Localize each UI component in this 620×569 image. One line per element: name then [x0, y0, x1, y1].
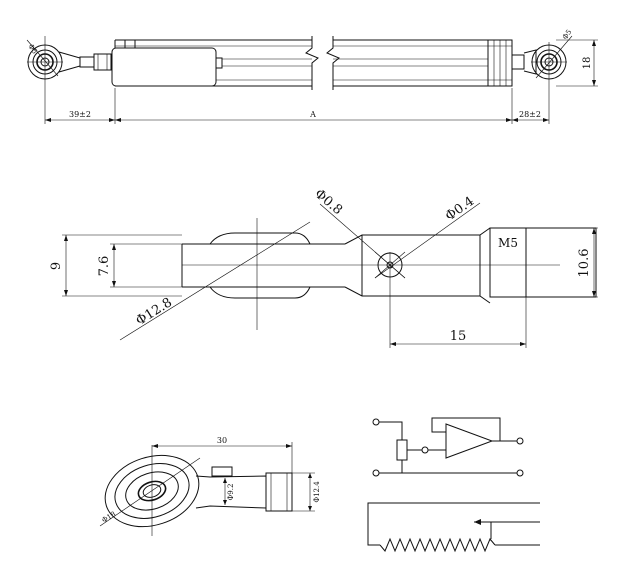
op-amp-symbol — [445, 423, 494, 459]
end-nut — [265, 472, 293, 512]
right-eye-diameter-label: Φ5 — [561, 28, 573, 41]
end-length-label: 30 — [217, 436, 227, 445]
right-rod-end-eye — [523, 35, 573, 124]
end-eye — [99, 454, 201, 528]
ferrule-section — [344, 227, 491, 304]
left-connector — [79, 56, 95, 68]
height-label: 18 — [582, 57, 593, 70]
leader-small-diameter — [319, 203, 406, 279]
nut-diameter-label: Φ12.4 — [313, 481, 321, 503]
thread-label: M5 — [498, 236, 518, 250]
potentiometer-schematic — [367, 502, 540, 553]
leader-body-diameter — [119, 221, 311, 341]
center-hole — [374, 251, 406, 348]
leader-hole-diameter — [374, 202, 481, 279]
input-terminal-bottom — [372, 469, 380, 477]
amplifier-schematic — [372, 417, 524, 477]
eye-diameter-label: Φ18 — [101, 510, 118, 525]
resistance-track — [379, 537, 496, 553]
piston-cap — [215, 57, 223, 69]
top-view: Φ5 Φ5 39±2 A 28±2 18 — [26, 28, 598, 124]
stroke-length-label: A — [309, 110, 316, 119]
break-line-right — [326, 36, 340, 90]
inner-height-label: 7.6 — [97, 256, 112, 277]
shaft-diameter-label: Φ9.2 — [227, 484, 235, 501]
resistor — [396, 439, 408, 461]
body-diameter-label: Φ12.8 — [133, 295, 175, 329]
right-length-label: 28±2 — [519, 110, 541, 119]
small-diameter-label: Φ0.8 — [311, 186, 345, 218]
hole-diameter-label: Φ0.4 — [443, 194, 477, 224]
piston-block — [111, 47, 217, 87]
input-terminal-top — [372, 418, 380, 426]
cylinder-body — [111, 36, 513, 90]
left-nut — [93, 53, 112, 71]
right-connector — [511, 54, 525, 70]
end-tab — [211, 466, 233, 477]
rod-section — [181, 232, 560, 299]
output-terminal-top — [516, 437, 524, 445]
end-view: 30 Φ18 Φ9.2 Φ12.4 — [99, 436, 321, 536]
right-height-label: 10.6 — [577, 249, 592, 278]
output-terminal-bottom — [516, 469, 524, 477]
outer-height-label: 9 — [49, 262, 64, 270]
break-line-left — [305, 36, 319, 90]
detail-view: 9 7.6 Φ0.8 Φ0.4 M5 Φ12.8 10.6 15 — [49, 186, 598, 348]
left-length-label: 39±2 — [69, 110, 91, 119]
length-15-label: 15 — [450, 329, 467, 344]
